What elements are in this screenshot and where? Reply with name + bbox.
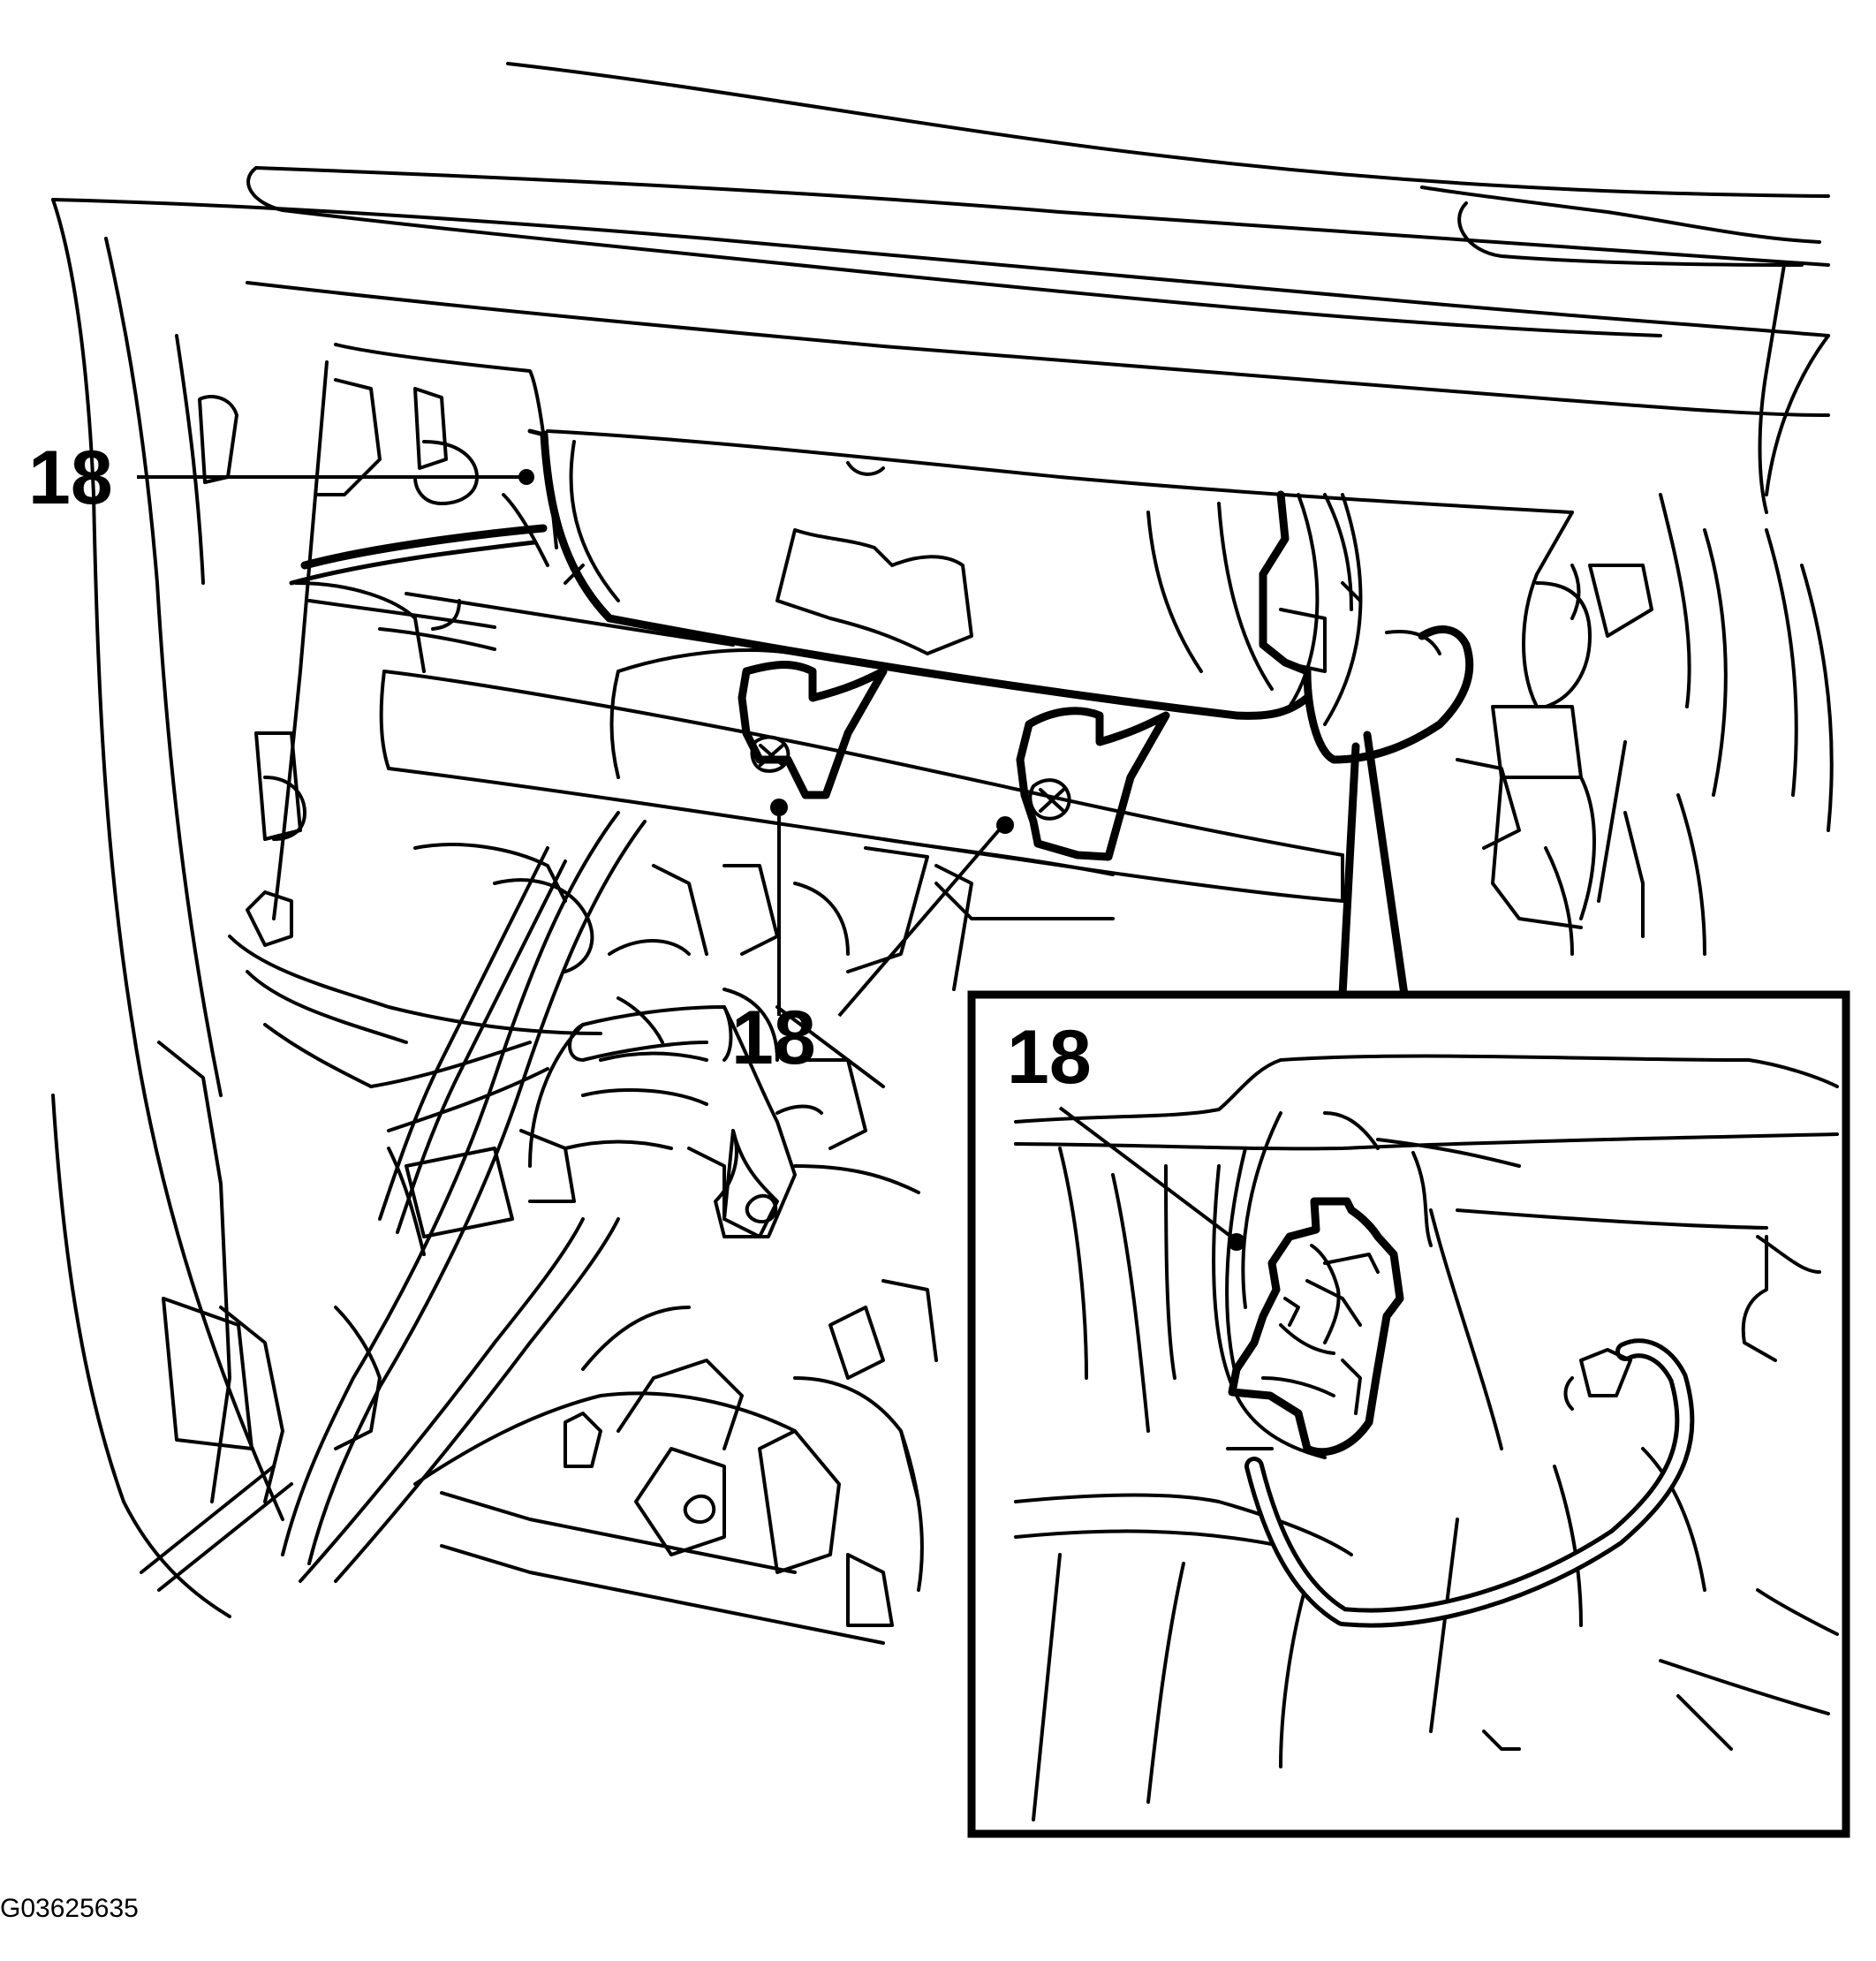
inset-hose	[1226, 1338, 1695, 1628]
harness-loom	[281, 811, 647, 1565]
figure-id: G03625635	[0, 1894, 139, 1923]
leader-lines	[137, 469, 1014, 1018]
lower-ducting	[228, 843, 973, 1238]
callout-dot-bracket-left	[770, 799, 788, 816]
left-bracket	[246, 343, 558, 947]
center-hose	[528, 1005, 733, 1168]
inset-leader	[1058, 1106, 1245, 1251]
mounting-bracket-left	[738, 661, 888, 799]
main-view	[51, 62, 1834, 1645]
inset-pointer	[1338, 731, 1409, 999]
lower-bracket	[714, 1005, 920, 1238]
harness-left	[289, 493, 585, 631]
harness-right	[1259, 490, 1474, 764]
callout-dot-inset	[1228, 1233, 1245, 1251]
inset-connector	[1228, 1197, 1404, 1457]
callout-dot-bracket-right	[996, 816, 1014, 834]
crossmember-tube	[378, 592, 1345, 920]
right-structure	[1456, 528, 1834, 956]
callout-label-top-left: 18	[28, 435, 113, 520]
callout-label-center: 18	[731, 996, 816, 1080]
lower-left-hoses	[140, 1217, 620, 1592]
detail-inset	[967, 990, 1850, 1838]
left-pillar	[51, 198, 284, 1618]
callout-labels: 18 18 18	[28, 435, 1092, 1100]
bottom-components	[413, 1279, 938, 1645]
mounting-bracket-right	[1016, 707, 1170, 861]
airbag-module	[527, 428, 1728, 929]
dashboard-outline	[51, 62, 1830, 514]
inset-structure	[1014, 1054, 1839, 1821]
callout-label-inset: 18	[1007, 1015, 1092, 1100]
callout-dot-top-left	[518, 469, 534, 485]
